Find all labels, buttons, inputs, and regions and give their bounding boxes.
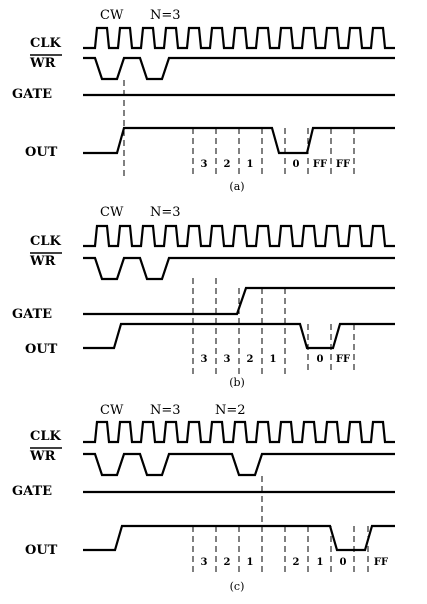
wr-waveform [83,56,395,81]
count-value: 1 [247,557,254,568]
clk-label: CLK [30,36,61,51]
wr-waveform [83,256,395,281]
count-value: 2 [247,354,254,365]
count-value: 3 [201,557,208,568]
count-annotation: N=3 [150,205,181,220]
wr-label: WR [29,449,56,464]
dashed-markers [123,80,355,178]
panel-caption: (b) [229,376,245,389]
out-waveform [83,524,395,552]
out-waveform [83,322,395,350]
out-label: OUT [25,145,58,160]
count-value: 2 [293,557,300,568]
count-value: 0 [340,557,347,568]
count-value: FF [336,354,350,365]
cw-annotation: CW [100,205,124,220]
gate-label: GATE [12,87,52,102]
count-value: 3 [224,354,231,365]
cw-annotation: CW [100,8,124,23]
gate-label: GATE [12,484,52,499]
count-value: 0 [317,354,324,365]
count-value: 2 [224,159,231,170]
count-value: 3 [201,159,208,170]
count-annotation: N=3 [150,8,181,23]
wr-waveform [83,452,395,477]
clk-waveform [83,224,395,248]
count-value: FF [336,159,350,170]
count-value: 0 [293,159,300,170]
count-annotation: N=2 [215,403,246,418]
clk-waveform [83,420,395,444]
cw-annotation: CW [100,403,124,418]
out-label: OUT [25,543,58,558]
panel-c: CW N=3 N=2 CLK WR GATE OUT 3 2 1 2 1 [12,403,395,593]
count-value: 1 [270,354,277,365]
count-values: 3 3 2 1 0 FF [201,354,351,365]
count-value: 1 [317,557,324,568]
count-value: FF [313,159,327,170]
count-value: FF [374,557,388,568]
gate-label: GATE [12,307,52,322]
out-label: OUT [25,342,58,357]
dashed-markers [192,476,369,576]
clk-label: CLK [30,429,61,444]
gate-waveform [83,286,395,316]
panel-caption: (c) [230,580,245,593]
count-values: 3 2 1 2 1 0 FF [201,557,389,568]
clk-label: CLK [30,234,61,249]
dashed-markers [192,278,355,374]
out-waveform [83,126,395,155]
panel-a: CW N=3 CLK WR GATE OUT 3 2 1 0 FF FF [12,8,395,193]
count-annotation: N=3 [150,403,181,418]
panel-b: CW N=3 CLK WR GATE OUT 3 3 2 1 0 FF [12,205,395,389]
wr-label: WR [29,254,56,269]
count-value: 2 [224,557,231,568]
count-values: 3 2 1 0 FF FF [201,159,351,170]
clk-waveform [83,26,395,50]
wr-label: WR [29,56,56,71]
count-value: 3 [201,354,208,365]
panel-caption: (a) [229,180,244,193]
count-value: 1 [247,159,254,170]
